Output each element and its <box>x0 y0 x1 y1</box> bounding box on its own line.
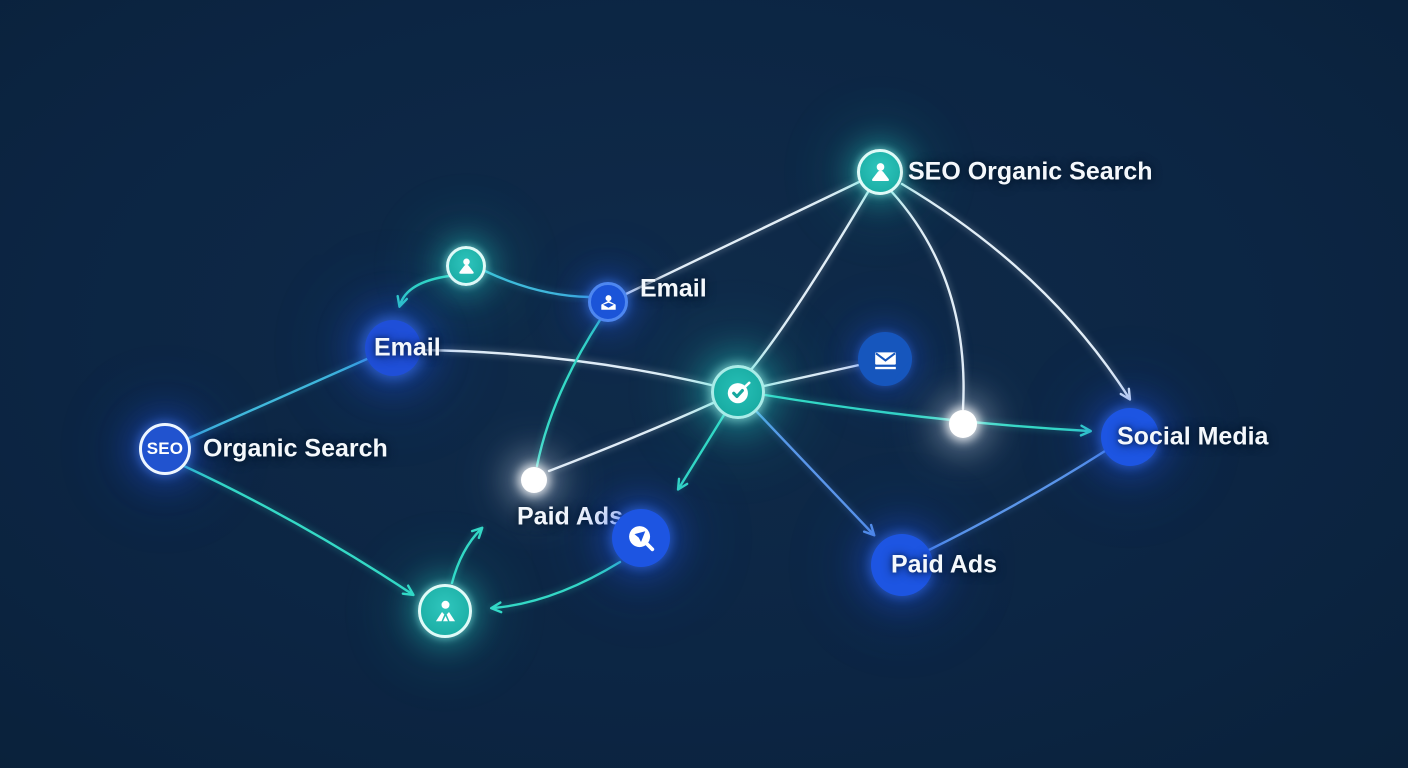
edge-seo-organic-search-top--white-connector-right <box>889 189 965 411</box>
node-paid-ads[interactable] <box>871 534 933 596</box>
edge-audience-teal--email-node-large <box>396 274 451 308</box>
node-search-ads[interactable] <box>612 509 670 567</box>
node-mail-blue[interactable] <box>858 332 912 386</box>
person-icon <box>871 162 889 181</box>
node-seo-organic-search-top[interactable] <box>857 149 903 195</box>
person-icon <box>458 258 474 274</box>
edge-email-node-large--conversion-center <box>419 348 713 387</box>
node-audience-teal[interactable] <box>446 246 486 286</box>
node-seo-organic-search-left[interactable]: SEO <box>139 423 191 475</box>
label-email-node-small: Email <box>640 274 707 303</box>
node-conversion-center[interactable] <box>711 365 765 419</box>
node-email-node-small[interactable] <box>588 282 628 322</box>
label-email-node-large: Email <box>374 333 441 362</box>
edge-search-ads--audience-teal-bottom <box>490 560 622 614</box>
label-seo-organic-search-left: Organic Search <box>203 434 388 463</box>
node-white-connector-right[interactable] <box>949 410 977 438</box>
label-white-connector-left: Paid Ads <box>517 502 624 531</box>
label-seo-organic-search-top: SEO Organic Search <box>908 157 1153 186</box>
edge-seo-organic-search-top--conversion-center <box>748 190 870 373</box>
label-social-media: Social Media <box>1117 422 1269 451</box>
edge-conversion-center--paid-ads <box>755 410 876 537</box>
node-inner-text-seo-organic-search-left: SEO <box>146 439 184 458</box>
node-social-media[interactable] <box>1101 408 1159 466</box>
edge-conversion-center--white-connector-left <box>547 401 715 473</box>
edge-paid-ads--social-media <box>927 449 1107 552</box>
node-white-connector-left[interactable] <box>521 467 547 493</box>
edge-email-node-small--white-connector-left <box>535 318 602 468</box>
edge-conversion-center--search-ads <box>676 413 726 491</box>
edge-audience-teal--email-node-small <box>483 269 591 299</box>
edge-conversion-center--mail-blue <box>762 363 861 388</box>
edge-conversion-center--social-media <box>763 393 1092 437</box>
edge-email-node-large--seo-organic-search-left <box>187 357 369 440</box>
search-ads-icon <box>629 526 655 552</box>
envelope-icon <box>874 351 896 369</box>
node-audience-teal-bottom[interactable] <box>418 584 472 638</box>
person-group-icon <box>435 600 455 621</box>
edge-seo-organic-search-top--email-node-small <box>624 180 861 296</box>
node-email-node-large[interactable] <box>365 320 421 376</box>
check-circle-icon <box>727 381 751 403</box>
person-mail-icon <box>600 294 616 310</box>
edge-audience-teal-bottom--white-connector-left <box>450 526 484 585</box>
label-paid-ads: Paid Ads <box>891 550 998 579</box>
edge-seo-organic-search-top--social-media <box>900 182 1132 401</box>
edge-seo-organic-search-left--audience-teal-bottom <box>182 464 415 597</box>
